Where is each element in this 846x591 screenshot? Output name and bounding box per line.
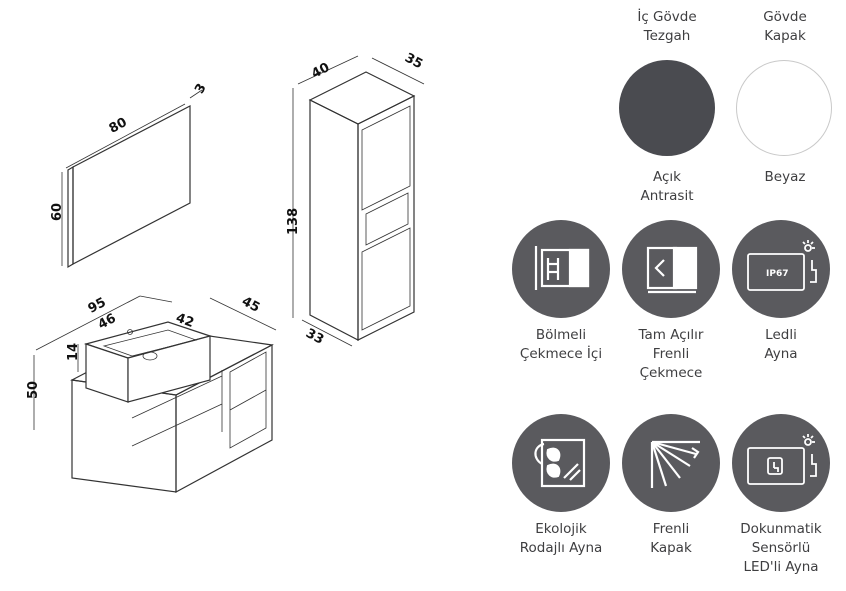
ip67-badge: IP67 [766,269,788,279]
tall-height-dim: 138 [286,208,301,235]
full-extension-drawer-icon [622,220,720,318]
feature-label-soft-close: Frenli Kapak [650,521,692,556]
color-swatch-beyaz[interactable] [736,60,832,156]
body-front-header: Gövde Kapak [763,9,807,44]
tall-cabinet-drawing [292,55,425,347]
touch-sensor-mirror-icon [732,414,830,512]
inner-body-header: İç Gövde Tezgah [637,9,697,44]
drawer-divider-icon [512,220,610,318]
tall-width-dim: 40 [309,60,332,82]
feature-label-led-mirror: Ledli Ayna [764,327,798,362]
feature-label-touch-mirror: Dokunmatik Sensörlü LED'li Ayna [740,521,822,575]
vanity-depth-dim: 45 [239,294,262,316]
soft-close-door-icon [622,414,720,512]
eco-mirror-icon [512,414,610,512]
feature-label-full-extension: Tam Açılır Frenli Çekmece [638,327,704,381]
swatch-label-beyaz: Beyaz [764,169,806,185]
sink-depth-dim: 42 [174,311,196,331]
sink-width-dim: 46 [96,311,119,333]
swatch-label-antrasit: Açık Antrasit [640,169,694,204]
technical-drawing: 80 60 3 40 35 138 33 95 46 42 45 14 50 [26,51,425,494]
mirror-width-dim: 80 [107,115,130,137]
feature-label-eco-mirror: Ekolojik Rodajlı Ayna [519,521,603,556]
mirror-depth-dim: 3 [192,81,210,96]
vanity-height-dim: 50 [26,381,41,399]
led-mirror-icon: IP67 [732,220,830,318]
mirror-height-dim: 60 [50,203,65,221]
mirror-drawing [61,89,203,269]
vanity-drawing [33,295,277,494]
color-swatch-antrasit[interactable] [619,60,715,156]
sink-height-dim: 14 [66,343,81,361]
feature-label-drawer-divider: Bölmeli Çekmece İçi [519,327,603,362]
tall-depth-dim: 35 [402,51,425,73]
tall-base-depth-dim: 33 [303,326,326,348]
